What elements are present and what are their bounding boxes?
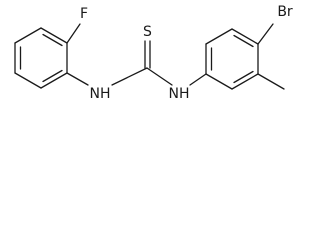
bond-c-n bbox=[146, 67, 173, 86]
sulfur-label: S bbox=[143, 24, 152, 40]
fluorophenyl-ring bbox=[14, 27, 68, 89]
double-bond-inner bbox=[233, 70, 254, 84]
bond-n-c bbox=[111, 67, 148, 86]
double-bond-inner bbox=[233, 34, 254, 48]
bond-c-methyl bbox=[257, 73, 285, 90]
bond bbox=[40, 72, 68, 89]
double-bond-inner bbox=[42, 33, 63, 47]
bond-c-n bbox=[66, 72, 89, 86]
bond-n-c bbox=[189, 73, 207, 86]
bond bbox=[231, 73, 259, 90]
bond bbox=[205, 73, 233, 90]
bond bbox=[14, 72, 42, 89]
bond-c-br bbox=[257, 23, 274, 45]
bromine-label: Br bbox=[277, 4, 293, 20]
bond bbox=[205, 28, 233, 45]
bond bbox=[231, 28, 259, 45]
nh-left-label: NH bbox=[90, 86, 111, 102]
bromomethylphenyl-ring bbox=[205, 28, 259, 90]
double-bond-inner bbox=[42, 69, 63, 83]
fluorine-label: F bbox=[80, 6, 88, 22]
chemical-structure: F NH S NH Br bbox=[14, 4, 293, 102]
bond bbox=[40, 27, 68, 44]
nh-right-label: NH bbox=[169, 86, 190, 102]
bond-c-f bbox=[66, 23, 81, 44]
bond bbox=[14, 27, 42, 44]
